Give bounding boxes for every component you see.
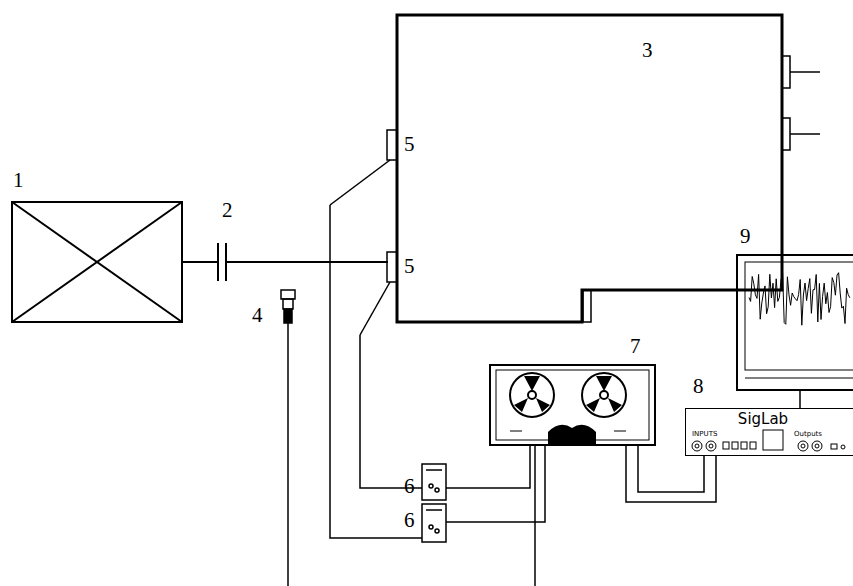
tape-recorder: [490, 365, 716, 586]
accelerometer: [281, 290, 295, 586]
drive-box: [12, 202, 182, 322]
panel-label: INPUTS: [692, 431, 717, 438]
callout-number: 9: [740, 226, 751, 247]
callout-number: 7: [630, 336, 641, 357]
callout-number: 8: [693, 376, 704, 397]
callout-number: 5: [404, 256, 415, 277]
monitor: [737, 255, 853, 408]
callout-number: 5: [404, 134, 415, 155]
callout-number: 6: [404, 476, 415, 497]
callout-number: 4: [252, 305, 263, 326]
callout-number: 1: [13, 170, 24, 191]
callout-number: 3: [642, 40, 653, 61]
amplifier: [422, 445, 545, 542]
panel-label: Outputs: [794, 431, 822, 438]
callout-number: 2: [222, 200, 233, 221]
signal-analyzer: SigLabINPUTS Outputs: [685, 408, 853, 456]
device-name: SigLab: [738, 412, 788, 427]
callout-number: 6: [404, 510, 415, 531]
coupling: [182, 243, 388, 281]
structure-fittings: [583, 56, 820, 322]
sensor-5: [330, 130, 422, 538]
structure-outline: [397, 15, 782, 322]
